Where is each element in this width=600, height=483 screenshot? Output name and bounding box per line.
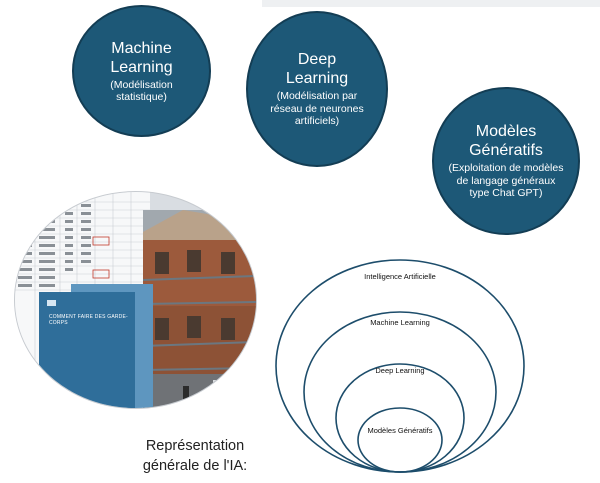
label-deep-learning: Deep Learning (375, 366, 425, 375)
diagram-caption: Représentation générale de l'IA: (142, 438, 248, 474)
deep-learning-subtitle: (Modélisation par réseau de neurones art… (270, 90, 364, 128)
booklet-logo (47, 300, 56, 306)
machine-learning-title: Machine Learning (110, 39, 173, 76)
machine-learning-subtitle: (Modélisation statistique) (110, 78, 173, 104)
label-modeles-generatifs: Modèles Génératifs (367, 426, 433, 435)
deep-learning-bubble: Deep Learning (Modélisation par réseau d… (246, 11, 388, 167)
generative-models-bubble: Modèles Génératifs (Exploitation de modè… (432, 87, 580, 235)
construction-photo: COMMENT FAIRE DES GARDE-CORPS (14, 191, 257, 409)
ring-machine-learning (303, 311, 497, 473)
ai-concentric-diagram: Intelligence Artificielle Machine Learni… (272, 256, 532, 476)
label-machine-learning: Machine Learning (370, 318, 430, 327)
ring-modeles-generatifs (357, 407, 443, 473)
building-image (143, 210, 256, 408)
ring-deep-learning (335, 363, 465, 473)
booklet-title: COMMENT FAIRE DES GARDE-CORPS (49, 314, 128, 326)
deep-learning-title: Deep Learning (285, 51, 349, 88)
booklet-cover: COMMENT FAIRE DES GARDE-CORPS (39, 292, 135, 408)
label-intelligence-artificielle: Intelligence Artificielle (364, 272, 436, 281)
generative-models-subtitle: (Exploitation de modèles de langage géné… (448, 162, 564, 200)
machine-learning-bubble: Machine Learning (Modélisation statistiq… (72, 5, 211, 137)
top-strip (262, 0, 600, 7)
generative-models-title: Modèles Génératifs (469, 123, 543, 160)
